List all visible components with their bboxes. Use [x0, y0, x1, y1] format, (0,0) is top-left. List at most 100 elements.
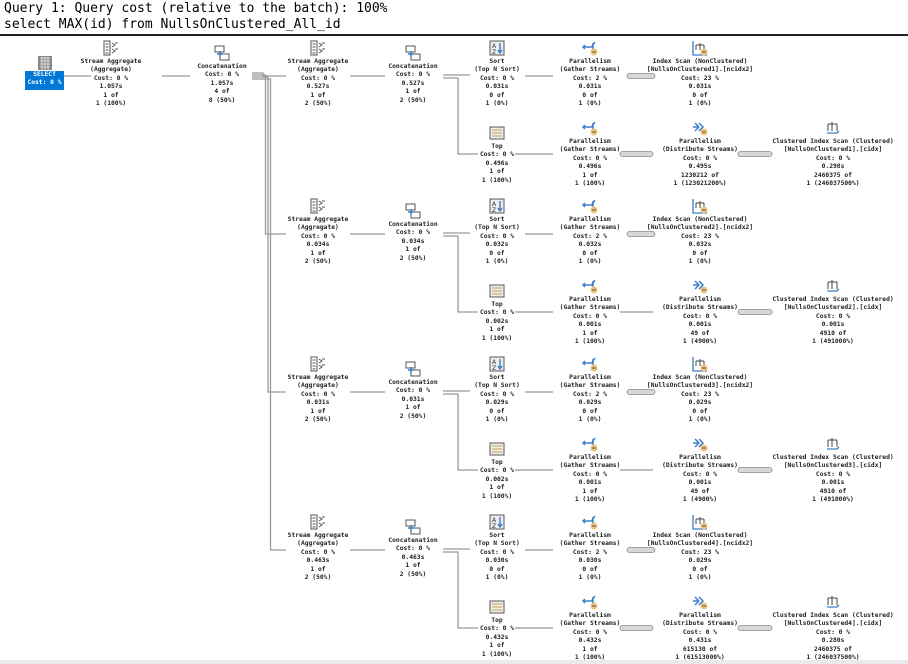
clustered-index-scan-icon	[825, 278, 841, 294]
gather-streams-node[interactable]: Parallelism(Gather Streams)Cost: 0 %0.43…	[560, 612, 621, 662]
clustered-index-scan-node[interactable]: Clustered Index Scan (Clustered)[NullsOn…	[772, 296, 893, 346]
gather-streams-node-line: 0.432s	[578, 637, 602, 645]
distribute-streams-icon	[692, 594, 708, 610]
stream-aggregate-node[interactable]: Stream Aggregate(Aggregate)Cost: 0 %0.03…	[288, 216, 349, 266]
root-stream-aggregate-node[interactable]: Stream Aggregate(Aggregate)Cost: 0 %1.05…	[81, 58, 142, 108]
clustered-index-scan-node-line: Clustered Index Scan (Clustered)	[772, 454, 894, 461]
gather-streams-node[interactable]: Parallelism(Gather Streams)Cost: 2 %0.03…	[560, 532, 621, 582]
gather-streams-node-line: 1 (100%)	[574, 338, 606, 346]
stream-aggregate-node-line: Stream Aggregate	[287, 58, 349, 65]
stream-aggregate-node-line: 0.463s	[306, 557, 330, 565]
top-n-sort-node-line: Sort	[489, 58, 505, 65]
gather-streams-node-line: 1 (100%)	[574, 180, 606, 188]
clustered-index-scan-icon	[825, 120, 841, 136]
connector	[443, 77, 478, 155]
gather-streams-icon	[581, 198, 598, 214]
top-n-sort-node-line: (Top N Sort)	[474, 382, 520, 390]
top-node-line: 1 of	[489, 168, 505, 176]
index-scan-node[interactable]: Index Scan (NonClustered)[NullsOnCluster…	[647, 216, 753, 266]
clustered-index-scan-node-line: Clustered Index Scan (Clustered)	[772, 612, 894, 619]
top-n-sort-node-line: 1 (0%)	[485, 100, 509, 108]
gather-streams-node-line: 0.029s	[578, 399, 602, 407]
stream-aggregate-node[interactable]: Stream Aggregate(Aggregate)Cost: 0 %0.52…	[288, 58, 349, 108]
gather-streams-node[interactable]: Parallelism(Gather Streams)Cost: 0 %0.00…	[560, 454, 621, 504]
gather-streams-node[interactable]: Parallelism(Gather Streams)Cost: 0 %0.00…	[560, 296, 621, 346]
clustered-index-scan-node[interactable]: Clustered Index Scan (Clustered)[NullsOn…	[772, 612, 893, 662]
gather-streams-node-line: 0.496s	[578, 163, 602, 171]
clustered-index-scan-node-line: 0.280s	[821, 637, 845, 645]
horizontal-scrollbar[interactable]	[0, 660, 908, 664]
index-scan-icon	[692, 198, 708, 214]
gather-streams-node[interactable]: Parallelism(Gather Streams)Cost: 2 %0.03…	[560, 216, 621, 266]
distribute-streams-node[interactable]: Parallelism(Distribute Streams)Cost: 0 %…	[662, 296, 738, 346]
index-scan-icon	[692, 514, 708, 530]
clustered-index-scan-node-line: [NullsOnClustered1].[cidx]	[783, 146, 883, 154]
concatenation-node-line: 0.034s	[401, 237, 425, 245]
connector	[252, 76, 286, 393]
gather-streams-node-line: 0.032s	[578, 241, 602, 249]
clustered-index-scan-node-line: 0.001s	[821, 321, 845, 329]
data-flow-arrow	[619, 151, 654, 157]
stream-aggregate-node-line: (Aggregate)	[297, 540, 339, 548]
index-scan-icon	[692, 40, 708, 56]
gather-streams-node-line: Parallelism	[569, 58, 611, 65]
index-scan-node-line: 0 of	[692, 565, 708, 573]
top-n-sort-node-line: (Top N Sort)	[474, 540, 520, 548]
gather-streams-node-line: Parallelism	[569, 296, 611, 303]
distribute-streams-node[interactable]: Parallelism(Distribute Streams)Cost: 0 %…	[662, 138, 738, 188]
gather-streams-node[interactable]: Parallelism(Gather Streams)Cost: 2 %0.02…	[560, 374, 621, 424]
top-n-sort-node-line: Cost: 0 %	[479, 74, 515, 82]
gather-streams-node-line: Parallelism	[569, 532, 611, 539]
index-scan-node[interactable]: Index Scan (NonClustered)[NullsOnCluster…	[647, 58, 753, 108]
distribute-streams-node-line: 1 (61513000%)	[675, 654, 725, 662]
stream-aggregate-node[interactable]: Stream Aggregate(Aggregate)Cost: 0 %0.46…	[288, 532, 349, 582]
top-node-line: Cost: 0 %	[479, 467, 515, 475]
stream-aggregate-node[interactable]: Stream Aggregate(Aggregate)Cost: 0 %0.03…	[288, 374, 349, 424]
distribute-streams-node[interactable]: Parallelism(Distribute Streams)Cost: 0 %…	[662, 454, 738, 504]
index-scan-node[interactable]: Index Scan (NonClustered)[NullsOnCluster…	[647, 374, 753, 424]
top-node-line: 1 (100%)	[481, 176, 513, 184]
concatenation-icon	[405, 203, 421, 219]
top-node-line: Top	[491, 459, 503, 466]
clustered-index-scan-node-line: Clustered Index Scan (Clustered)	[772, 138, 894, 145]
top-node-line: 1 (100%)	[481, 650, 513, 658]
clustered-index-scan-node[interactable]: Clustered Index Scan (Clustered)[NullsOn…	[772, 454, 893, 504]
clustered-index-scan-icon	[825, 594, 841, 610]
distribute-streams-node-line: Cost: 0 %	[682, 154, 718, 162]
data-flow-arrow	[619, 625, 654, 631]
clustered-index-scan-node[interactable]: Clustered Index Scan (Clustered)[NullsOn…	[772, 138, 893, 188]
top-node-line: 1 (100%)	[481, 334, 513, 342]
stream-aggregate-node-line: Cost: 0 %	[300, 548, 336, 556]
gather-streams-node[interactable]: Parallelism(Gather Streams)Cost: 0 %0.49…	[560, 138, 621, 188]
clustered-index-scan-node-line: Clustered Index Scan (Clustered)	[772, 296, 894, 303]
gather-streams-node[interactable]: Parallelism(Gather Streams)Cost: 2 %0.03…	[560, 58, 621, 108]
index-scan-node-line: [NullsOnClustered3].[ncidx2]	[646, 382, 754, 390]
gather-streams-node-line: 0.031s	[578, 83, 602, 91]
stream-aggregate-node-line: Stream Aggregate	[287, 216, 349, 223]
connector	[443, 235, 478, 313]
index-scan-node-line: 1 (0%)	[688, 416, 712, 424]
index-scan-node[interactable]: Index Scan (NonClustered)[NullsOnCluster…	[647, 532, 753, 582]
distribute-streams-node[interactable]: Parallelism(Distribute Streams)Cost: 0 %…	[662, 612, 738, 662]
gather-streams-icon	[581, 40, 598, 56]
gather-streams-node-line: 1 (0%)	[578, 258, 602, 266]
gather-streams-node-line: Cost: 2 %	[572, 548, 608, 556]
clustered-index-scan-node-line: 2460375 of	[814, 645, 852, 653]
distribute-streams-node-line: 615130 of	[682, 645, 718, 653]
